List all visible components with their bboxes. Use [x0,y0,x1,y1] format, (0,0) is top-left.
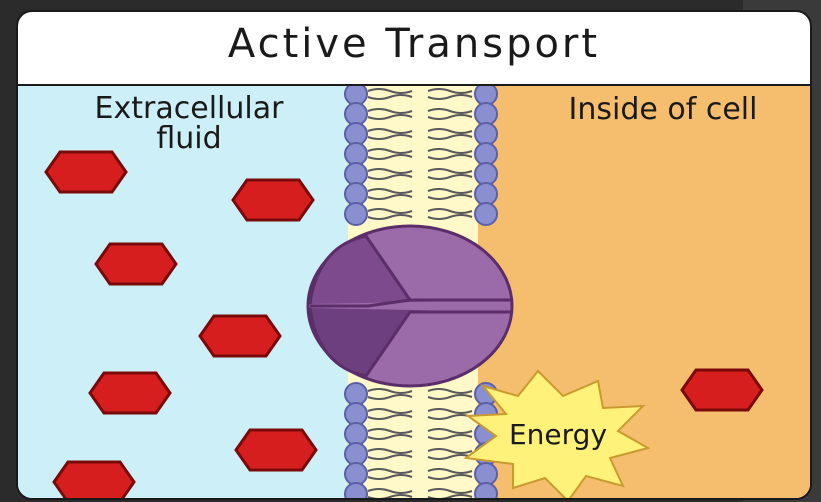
lipid-tail [367,454,413,460]
lipid-tail [427,434,473,440]
lipid-tail [427,408,473,414]
phospholipid-head [474,102,498,126]
lipid-tail [367,114,413,120]
lipid-tail [427,428,473,434]
lipid-tail [427,134,473,140]
lipid-tail [367,188,413,194]
lipid-tail [367,134,413,140]
solute-molecule [44,150,128,194]
lipid-tail [367,168,413,174]
solute-molecule [52,460,136,498]
phospholipid-head [344,102,368,126]
lipid-tail [367,448,413,454]
lipid-tail [427,148,473,154]
solute-molecule [88,371,172,415]
lipid-tail [427,208,473,214]
phospholipid-head [474,122,498,146]
lipid-tail [367,408,413,414]
phospholipid-head [344,482,368,498]
lipid-tail [427,168,473,174]
lipid-tail [367,94,413,100]
lipid-tail [367,488,413,494]
diagram-title: Active Transport [227,21,601,67]
lipid-tail [427,454,473,460]
phospholipid-head [344,122,368,146]
lipid-tail [367,208,413,214]
lipid-tail [367,88,413,94]
lipid-tail [427,154,473,160]
lipid-tail [367,154,413,160]
solute-molecule [94,242,178,286]
lipid-tail [427,174,473,180]
lipid-tail [427,388,473,394]
lipid-tail [427,108,473,114]
phospholipid-head [474,202,498,226]
energy-label: Energy [508,418,608,451]
lipid-tail [427,448,473,454]
phospholipid-head [344,202,368,226]
phospholipid-head [344,182,368,206]
diagram-art [18,86,810,498]
lipid-tail [367,474,413,480]
diagram-frame: Active Transport [16,10,812,500]
lipid-tail [367,214,413,220]
phospholipid-head [474,482,498,498]
lipid-tail [427,214,473,220]
phospholipid-head [344,382,368,406]
solute-molecule [234,428,318,472]
energy-burst [463,369,651,498]
phospholipid-head [474,142,498,166]
lipid-tail [427,128,473,134]
lipid-tail [367,128,413,134]
lipid-tails [367,88,473,498]
lipid-tail [427,394,473,400]
phospholipid-head [344,422,368,446]
lipid-tail [367,394,413,400]
solute-molecule [680,368,764,412]
lipid-tail [427,88,473,94]
phospholipid-head [344,142,368,166]
phospholipid-head [344,402,368,426]
lipid-tail [367,494,413,498]
lipid-tail [427,194,473,200]
lipid-tail [427,488,473,494]
diagram-scene: Extracellular fluid Inside of cell Energ… [18,84,810,498]
lipid-tail [367,108,413,114]
lipid-tail [367,194,413,200]
phospholipid-head [344,162,368,186]
phospholipid-head [474,162,498,186]
transport-protein [306,224,514,388]
lipid-tail [367,174,413,180]
lipid-tail [427,94,473,100]
lipid-tail [367,468,413,474]
solute-molecule [231,178,315,222]
lipid-tail [427,494,473,498]
extracellular-label: Extracellular fluid [94,91,284,156]
lipid-tail [427,188,473,194]
lipid-tail [427,474,473,480]
solute-molecule [198,314,282,358]
phospholipid-head [344,462,368,486]
lipid-tail [367,414,413,420]
lipid-tail [427,468,473,474]
intracellular-label: Inside of cell [568,92,758,127]
lipid-tail [427,114,473,120]
lipid-tail [367,434,413,440]
phospholipid-head [474,182,498,206]
lipid-tail [367,428,413,434]
lipid-tail [367,148,413,154]
lipid-tail [367,388,413,394]
phospholipid-head [474,462,498,486]
solute-molecules [44,150,764,498]
phospholipid-head [344,442,368,466]
